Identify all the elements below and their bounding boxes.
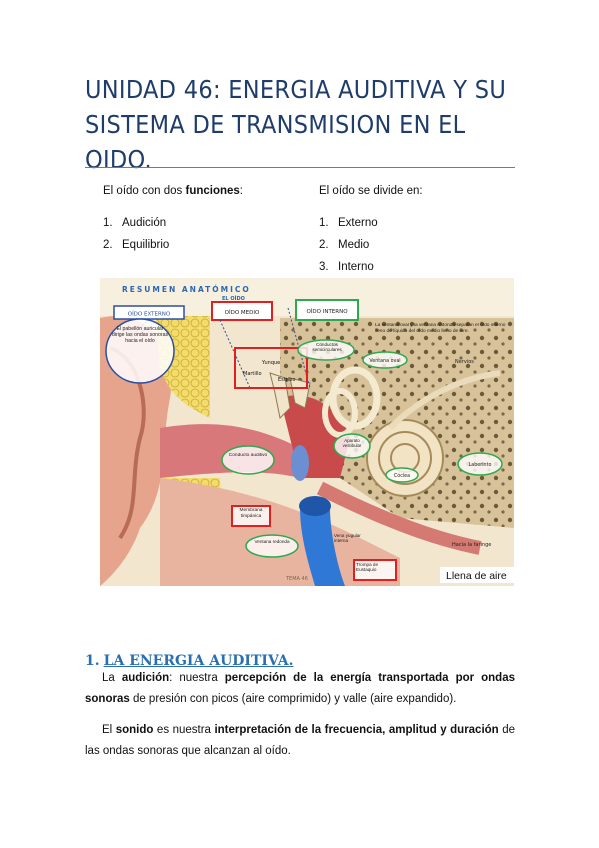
title-divider xyxy=(85,167,515,168)
list-number: 1. xyxy=(103,217,113,229)
functions-intro-bold: funciones xyxy=(185,185,240,197)
callout-coclea xyxy=(385,467,419,483)
section-number: 1. xyxy=(85,653,100,669)
text: : nuestra xyxy=(169,672,225,684)
parts-intro: El oído se divide en: xyxy=(319,185,423,197)
text-bold: sonido xyxy=(115,724,154,736)
label-aparato-vestibular: Aparato vestibular xyxy=(342,438,362,449)
label-trompa: Trompa de Eustaquio xyxy=(356,562,379,573)
box-osiculos xyxy=(234,347,308,389)
label-oido-interno: OÍDO INTERNO xyxy=(306,308,348,315)
text-bold: interpretación de la frecuencia, amplitu… xyxy=(214,724,499,736)
text: de las ondas sonoras que alcanzan al oíd… xyxy=(85,724,515,757)
tympanic-membrane xyxy=(291,445,309,481)
label-llena-aire: Llena de aire xyxy=(446,570,507,582)
label-conductos: Conductos semicirculares xyxy=(312,342,342,353)
label-coclea: Cóclea xyxy=(394,472,410,479)
label-conducto-auditivo: Conducto auditivo xyxy=(228,453,268,458)
text-bold: audición xyxy=(121,672,170,684)
pabellon-text: El pabellón auricular dirige las ondas s… xyxy=(111,326,169,344)
callout-laberinto xyxy=(457,452,503,476)
label-ventana-redonda: Ventana redonda xyxy=(254,539,290,544)
text-bold: percepción de la energía transportada po… xyxy=(85,672,515,705)
label-nervios: Nervios xyxy=(455,359,474,365)
figure-header: RESUMEN ANATÓMICO xyxy=(122,285,251,294)
list-item-label: Medio xyxy=(338,239,370,251)
parts-list-block: El oído se divide en: 1.Externo 2.Medio … xyxy=(319,184,423,282)
functions-intro: El oído con dos funciones: xyxy=(103,184,243,198)
callout-conducto-auditivo xyxy=(221,445,275,475)
box-oido-medio xyxy=(211,301,273,321)
list-item: 1. Externo xyxy=(319,216,423,238)
callout-ventana-redonda xyxy=(245,534,299,558)
list-number: 3. xyxy=(319,261,329,273)
callout-ventana-oval xyxy=(362,351,408,369)
list-item: 2. Equilibrio xyxy=(103,238,243,260)
functions-list-block: El oído con dos funciones: 1. Audición 2.… xyxy=(103,184,243,260)
label-estribo: Estribo xyxy=(278,377,295,383)
list-item: 1. Audición xyxy=(103,216,243,238)
label-yunque: Yunque xyxy=(261,360,280,366)
figure-subheader: EL OÍDO xyxy=(222,294,245,302)
paragraph-sonido: El sonido es nuestra interpretación de l… xyxy=(85,720,515,762)
list-item: 3. Interno xyxy=(319,260,423,282)
label-vena-yugular: Vena yugular interna xyxy=(334,533,361,544)
label-martillo: Martillo xyxy=(243,371,262,377)
text: La xyxy=(102,672,122,684)
box-trompa xyxy=(353,559,397,581)
callout-conductos xyxy=(297,339,355,361)
callout-aparato-vestibular xyxy=(333,433,371,459)
ear-anatomy-figure: RESUMEN ANATÓMICO EL OÍDO OÍDO EXTERNO O… xyxy=(100,278,514,586)
ventanas-note: La ventana oval y la ventana redonda sep… xyxy=(375,323,506,334)
callout-pabellon xyxy=(105,318,175,384)
label-ventana-oval: Ventana oval xyxy=(369,358,400,364)
text: es nuestra xyxy=(153,724,215,736)
list-number: 2. xyxy=(103,239,113,251)
label-oido-medio: OÍDO MEDIO xyxy=(225,309,260,316)
list-item: 2. Medio xyxy=(319,238,423,260)
paragraph-audicion: La audición: nuestra percepción de la en… xyxy=(85,668,515,710)
list-number: 1. xyxy=(319,217,329,229)
label-oido-externo: OÍDO EXTERNO xyxy=(128,311,171,318)
page-title: UNIDAD 46: ENERGIA AUDITIVA Y SU SISTEMA… xyxy=(85,75,507,174)
ear-diagram: RESUMEN ANATÓMICO EL OÍDO OÍDO EXTERNO O… xyxy=(100,278,514,586)
jugular-vein xyxy=(300,508,345,586)
label-membrana: Membrana timpánica xyxy=(239,508,263,519)
section-heading: 1.LA ENERGIA AUDITIVA. xyxy=(85,653,293,669)
label-tema: TEMA 46 xyxy=(285,576,308,582)
label-laberinto: Laberinto xyxy=(469,462,492,468)
list-item-label: Interno xyxy=(338,261,374,273)
list-item-label: Equilibrio xyxy=(122,239,170,251)
functions-intro-text: El oído con dos xyxy=(103,185,186,197)
functions-intro-colon: : xyxy=(239,185,243,197)
list-item-label: Audición xyxy=(122,217,167,229)
list-number: 2. xyxy=(319,239,329,251)
label-faringe: Hacia la faringe xyxy=(452,542,491,548)
text: El xyxy=(102,724,116,736)
section-title: LA ENERGIA AUDITIVA. xyxy=(103,653,294,669)
box-oido-interno xyxy=(295,299,359,321)
list-item-label: Externo xyxy=(338,217,378,229)
text: de presión con picos (aire comprimido) y… xyxy=(129,693,457,705)
box-membrana xyxy=(231,505,271,527)
